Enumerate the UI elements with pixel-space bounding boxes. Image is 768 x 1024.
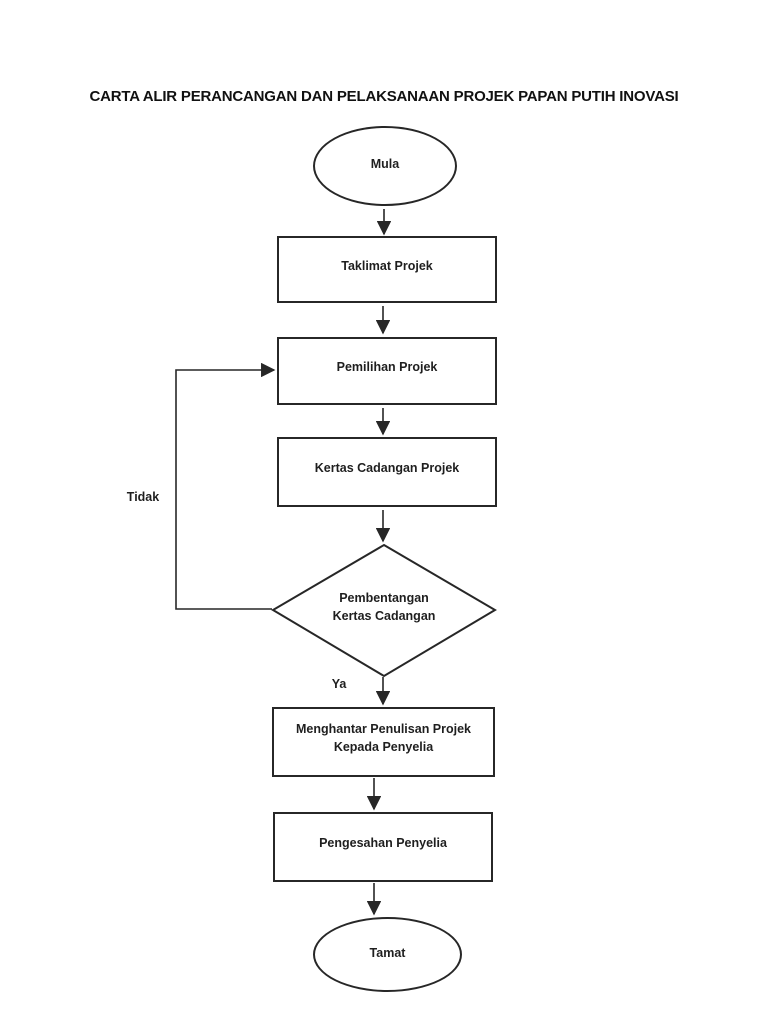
edge-label-tidak: Tidak [126, 490, 160, 504]
decision-diamond-shape [271, 543, 497, 678]
decision-label-line2: Kertas Cadangan [332, 608, 436, 623]
node-pengesahan-penyelia: Pengesahan Penyelia [273, 812, 493, 882]
node-start-mula: Mula [313, 126, 457, 206]
arrow-tidak-loop [175, 362, 276, 610]
node-menghantar-label-line1: Menghantar Penulisan Projek [295, 722, 472, 736]
node-taklimat-projek: Taklimat Projek [277, 236, 497, 303]
node-menghantar-penulisan: Menghantar Penulisan Projek Kepada Penye… [272, 707, 495, 777]
node-end-tamat: Tamat [313, 917, 462, 992]
node-pemilihan-label: Pemilihan Projek [336, 360, 438, 374]
decision-label-line1: Pembentangan [339, 590, 429, 605]
node-decision-pembentangan: Pembentangan Kertas Cadangan [271, 543, 497, 678]
node-pemilihan-projek: Pemilihan Projek [277, 337, 497, 405]
edge-label-ya: Ya [331, 677, 347, 691]
page-title: CARTA ALIR PERANCANGAN DAN PELAKSANAAN P… [89, 88, 679, 105]
node-pengesahan-label: Pengesahan Penyelia [319, 836, 447, 850]
decision-label: Pembentangan Kertas Cadangan [271, 543, 497, 678]
node-taklimat-label: Taklimat Projek [341, 258, 433, 273]
node-kertas-label: Kertas Cadangan Projek [314, 461, 460, 475]
node-menghantar-label-line2: Kepada Penyelia [333, 740, 434, 754]
node-kertas-cadangan-projek: Kertas Cadangan Projek [277, 437, 497, 507]
node-end-label: Tamat [369, 945, 406, 960]
node-start-label: Mula [370, 157, 400, 171]
